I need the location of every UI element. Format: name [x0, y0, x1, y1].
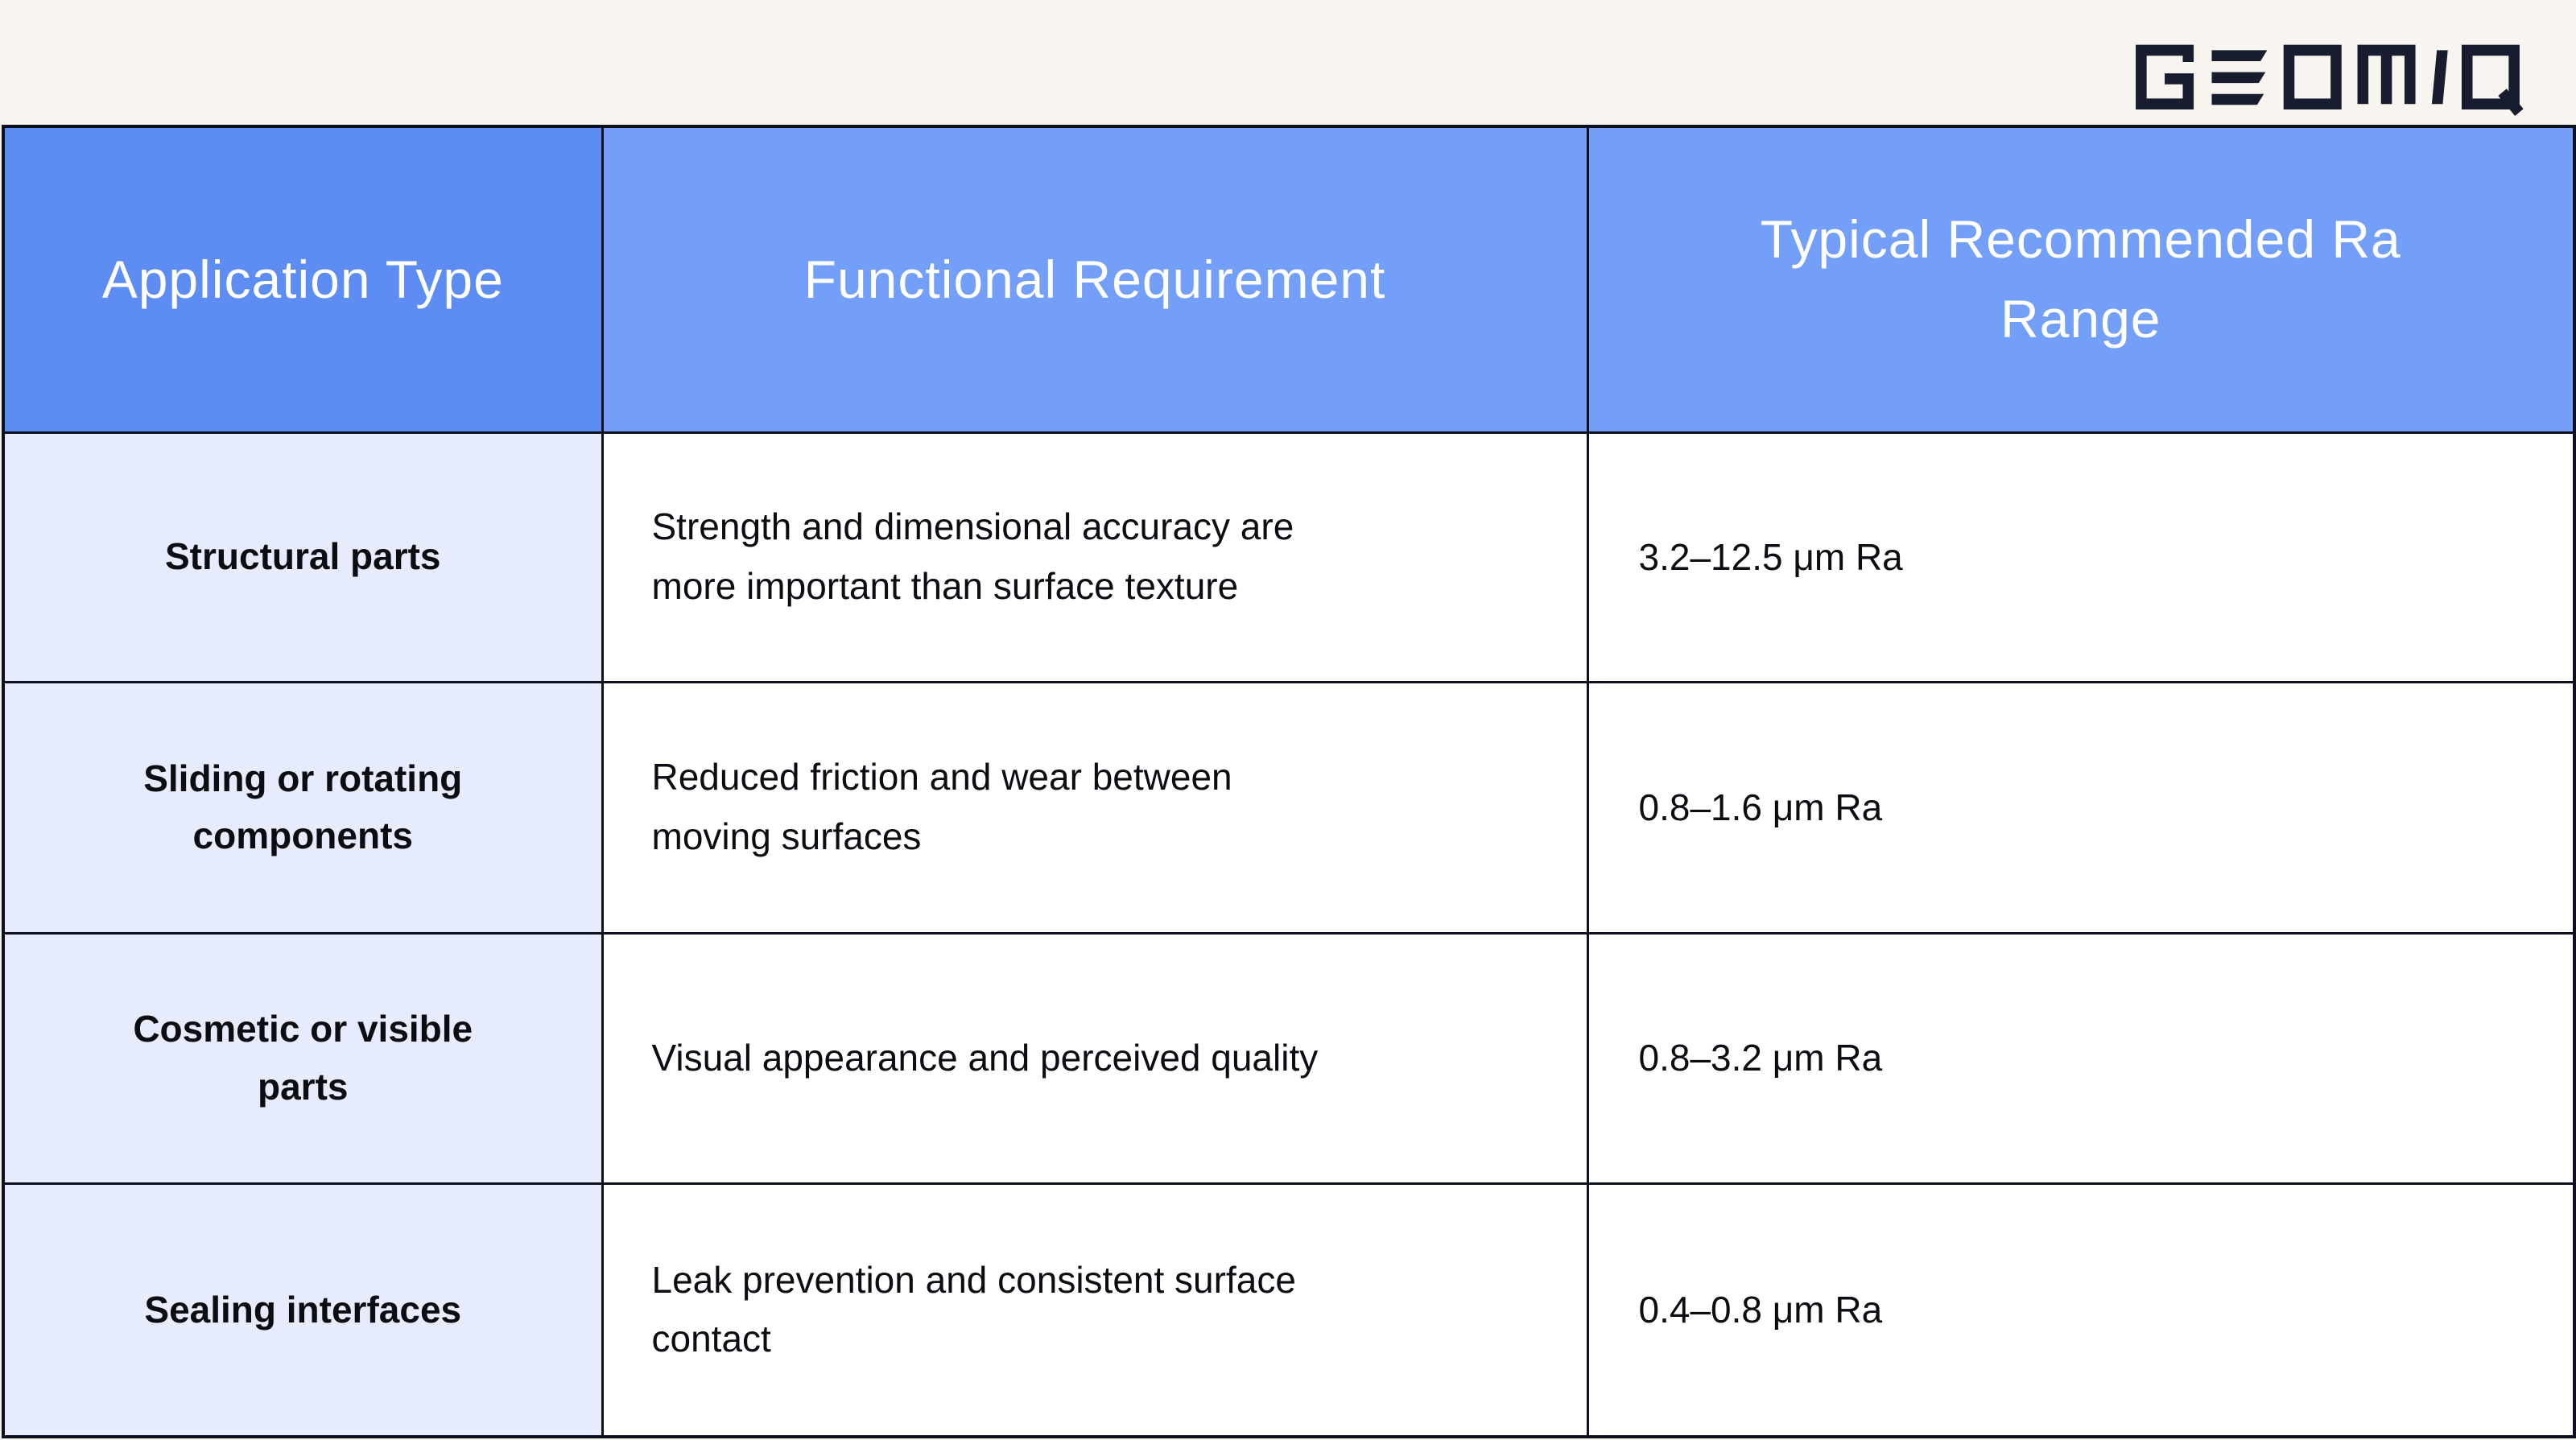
cell-functional-requirement: Leak prevention and consistent surface c… — [601, 1182, 1589, 1438]
cell-ra-range: 0.8–1.6 μm Ra — [1586, 680, 2576, 935]
cell-application-type: Structural parts — [2, 431, 604, 683]
cell-application-type: Cosmetic or visible parts — [2, 931, 604, 1185]
header-application-type: Application Type — [2, 125, 604, 434]
header-ra-range-label: Typical Recommended Ra Range — [1760, 209, 2401, 349]
cell-application-type: Sealing interfaces — [2, 1182, 604, 1438]
surface-roughness-table: Application Type Functional Requirement … — [2, 125, 2576, 1438]
table-row: Structural parts Strength and dimensiona… — [2, 431, 2576, 683]
cell-ra-range: 0.4–0.8 μm Ra — [1586, 1182, 2576, 1438]
header-functional-requirement: Functional Requirement — [601, 125, 1589, 434]
cell-functional-requirement: Strength and dimensional accuracy are mo… — [601, 431, 1589, 683]
table-row: Sliding or rotating components Reduced f… — [2, 680, 2576, 935]
geomiq-logo-icon — [2136, 44, 2524, 116]
cell-functional-requirement: Reduced friction and wear between moving… — [601, 680, 1589, 935]
table-row: Sealing interfaces Leak prevention and c… — [2, 1182, 2576, 1438]
header-ra-range: Typical Recommended Ra Range — [1586, 125, 2576, 434]
geomiq-logo: GEOMIQ — [2124, 42, 2531, 119]
cell-ra-range: 0.8–3.2 μm Ra — [1586, 931, 2576, 1185]
table-row: Cosmetic or visible parts Visual appeara… — [2, 931, 2576, 1185]
cell-ra-range: 3.2–12.5 μm Ra — [1586, 431, 2576, 683]
cell-application-type: Sliding or rotating components — [2, 680, 604, 935]
cell-functional-requirement: Visual appearance and perceived quality — [601, 931, 1589, 1185]
table-header-row: Application Type Functional Requirement … — [2, 125, 2576, 434]
